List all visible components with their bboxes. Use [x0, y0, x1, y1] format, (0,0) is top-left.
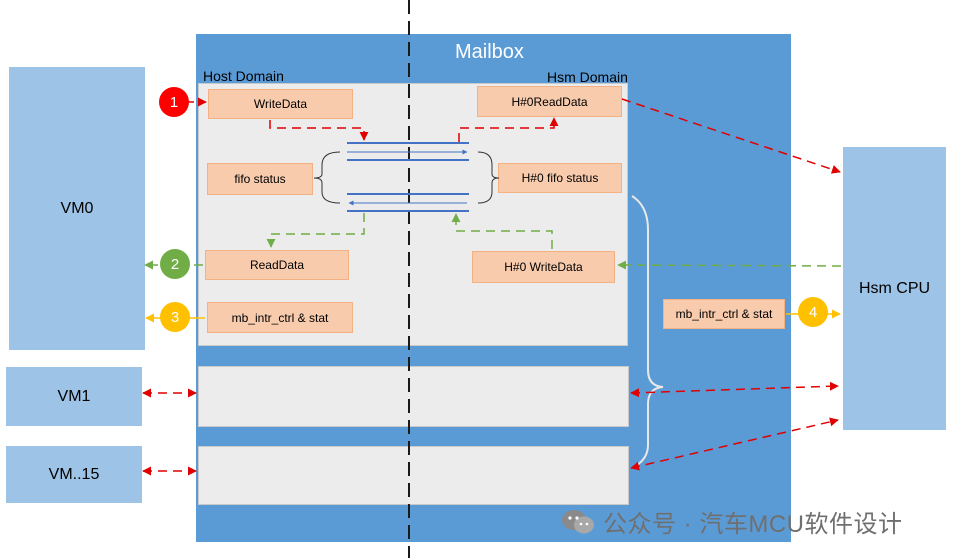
vm15-block: VM..15	[6, 446, 142, 503]
yellow-flows	[145, 309, 841, 323]
hsm-cpu-label: Hsm CPU	[858, 279, 931, 297]
hsm-write-data-label: H#0 WriteData	[504, 260, 583, 274]
host-read-data-label: ReadData	[249, 258, 305, 272]
step-2-badge: 2	[160, 249, 190, 279]
step-3-label: 3	[170, 308, 180, 326]
host-write-data-box: WriteData	[208, 89, 353, 119]
hsm-domain-label: Hsm Domain	[547, 69, 628, 85]
step-2-label: 2	[170, 255, 180, 273]
mailbox-title: Mailbox	[455, 41, 524, 63]
host-fifo-status-box: fifo status	[207, 163, 313, 195]
vm0-block: VM0	[9, 67, 145, 350]
step-1-badge: 1	[159, 87, 189, 117]
watermark-text: 公众号 · 汽车MCU软件设计	[603, 511, 903, 538]
step-3-badge: 3	[160, 302, 190, 332]
step-4-badge: 4	[798, 297, 828, 327]
host-read-data-box: ReadData	[205, 250, 349, 280]
hsm-fifo-status-label: H#0 fifo status	[521, 171, 599, 185]
hsm-read-data-box: H#0ReadData	[477, 86, 622, 117]
host-domain-label: Host Domain	[203, 68, 284, 84]
channel15-panel	[198, 446, 629, 505]
host-mb-intr-label: mb_intr_ctrl & stat	[231, 310, 329, 325]
hsm-read-data-label: H#0ReadData	[511, 94, 588, 109]
vm1-label: VM1	[57, 387, 91, 405]
hsm-mb-intr-box: mb_intr_ctrl & stat	[663, 299, 785, 329]
channels-brace	[631, 195, 664, 469]
step-1-label: 1	[169, 93, 179, 111]
fifo-lines	[347, 142, 469, 212]
host-write-data-label: WriteData	[253, 97, 308, 111]
step-4-label: 4	[808, 303, 818, 321]
hsm-cpu-block: Hsm CPU	[843, 147, 946, 430]
vm15-label: VM..15	[48, 465, 100, 483]
host-fifo-brace	[313, 151, 341, 204]
hsm-mb-intr-label: mb_intr_ctrl & stat	[675, 307, 773, 321]
hsm-fifo-status-box: H#0 fifo status	[498, 163, 622, 193]
green-flows	[144, 213, 842, 270]
host-fifo-status-label: fifo status	[234, 172, 286, 186]
vm0-label: VM0	[60, 199, 94, 217]
wechat-icon	[562, 509, 594, 533]
host-mb-intr-box: mb_intr_ctrl & stat	[207, 302, 353, 333]
vm1-block: VM1	[6, 367, 142, 426]
channel1-panel	[198, 366, 629, 427]
red-flows	[142, 97, 841, 476]
hsm-fifo-brace	[477, 151, 500, 204]
hsm-write-data-box: H#0 WriteData	[472, 251, 615, 283]
watermark: 公众号 · 汽车MCU软件设计	[561, 504, 902, 539]
